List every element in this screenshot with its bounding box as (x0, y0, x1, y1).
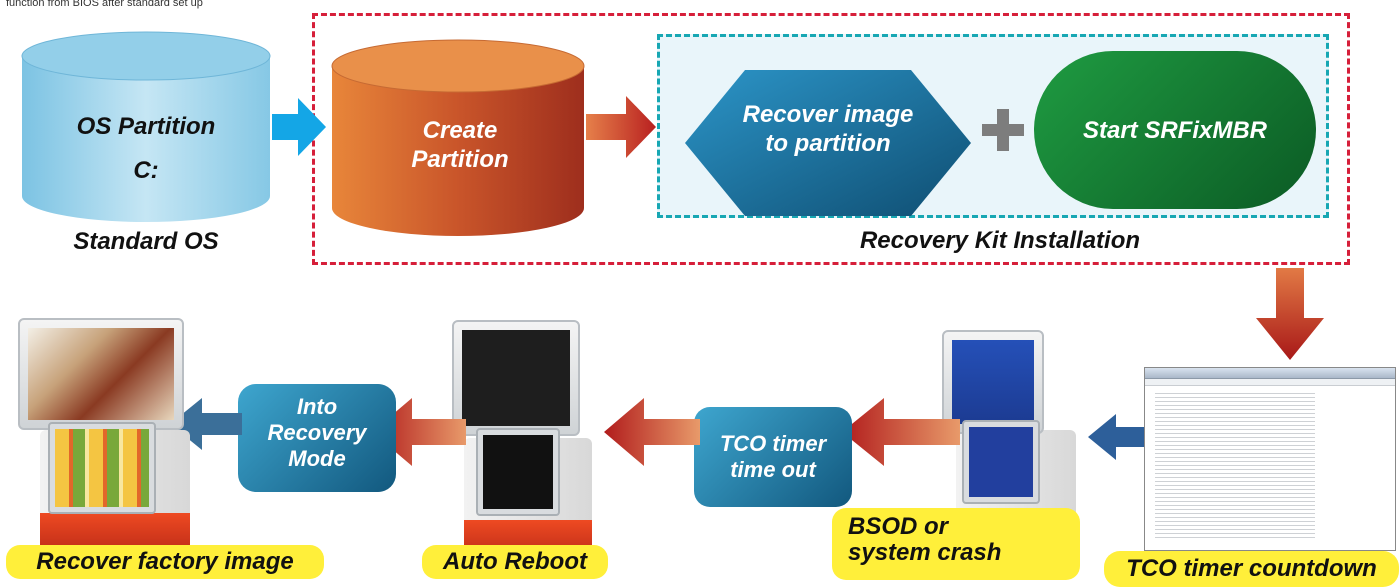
arrow-blue-right (272, 98, 326, 156)
header-note: function from BIOS after standard set up (6, 0, 203, 9)
arrow-red-left-2 (842, 398, 960, 466)
recover-image-hexagon (685, 70, 971, 216)
into-recovery-label-3: Mode (288, 446, 346, 471)
recover-factory-label: Recover factory image (6, 545, 324, 579)
os-partition-cylinder (21, 31, 271, 222)
bsod-label-2: system crash (848, 539, 1002, 567)
into-recovery-box (238, 384, 396, 492)
create-partition-label-2: Partition (411, 146, 509, 173)
tco-countdown-window (1144, 367, 1396, 551)
tco-timeout-label-2: time out (730, 457, 816, 482)
os-partition-line1: OS Partition (76, 113, 216, 140)
os-partition-line2: C: (133, 157, 159, 184)
tco-countdown-label: TCO timer countdown (1104, 551, 1399, 587)
bsod-label-1: BSOD or (848, 513, 949, 540)
into-recovery-label-1: Into (296, 394, 338, 419)
arrow-red-left-3 (604, 398, 700, 466)
start-srfixmbr-pill (1034, 51, 1316, 209)
recovery-kit-label: Recovery Kit Installation (859, 227, 1141, 254)
start-srfixmbr-label: Start SRFixMBR (1082, 117, 1268, 144)
create-partition-label-1: Create (422, 117, 498, 144)
arrow-navy-left-1 (1088, 414, 1144, 460)
auto-reboot-label: Auto Reboot (422, 545, 608, 579)
arrow-red-down (1256, 268, 1324, 360)
arrow-red-right-1 (586, 96, 656, 158)
kiosk-recover-factory (18, 318, 196, 550)
standard-os-label: Standard OS (73, 228, 219, 255)
recover-image-label-1: Recover image (742, 101, 914, 128)
kiosk-auto-reboot (452, 320, 602, 555)
tco-timeout-label-1: TCO timer (719, 431, 827, 456)
recover-image-label-2: to partition (765, 130, 891, 157)
plus-icon (982, 109, 1024, 151)
into-recovery-label-2: Recovery (267, 420, 367, 445)
bsod-label: BSOD or system crash (832, 508, 1080, 580)
create-partition-cylinder (331, 39, 585, 236)
tco-timeout-box (694, 407, 852, 507)
